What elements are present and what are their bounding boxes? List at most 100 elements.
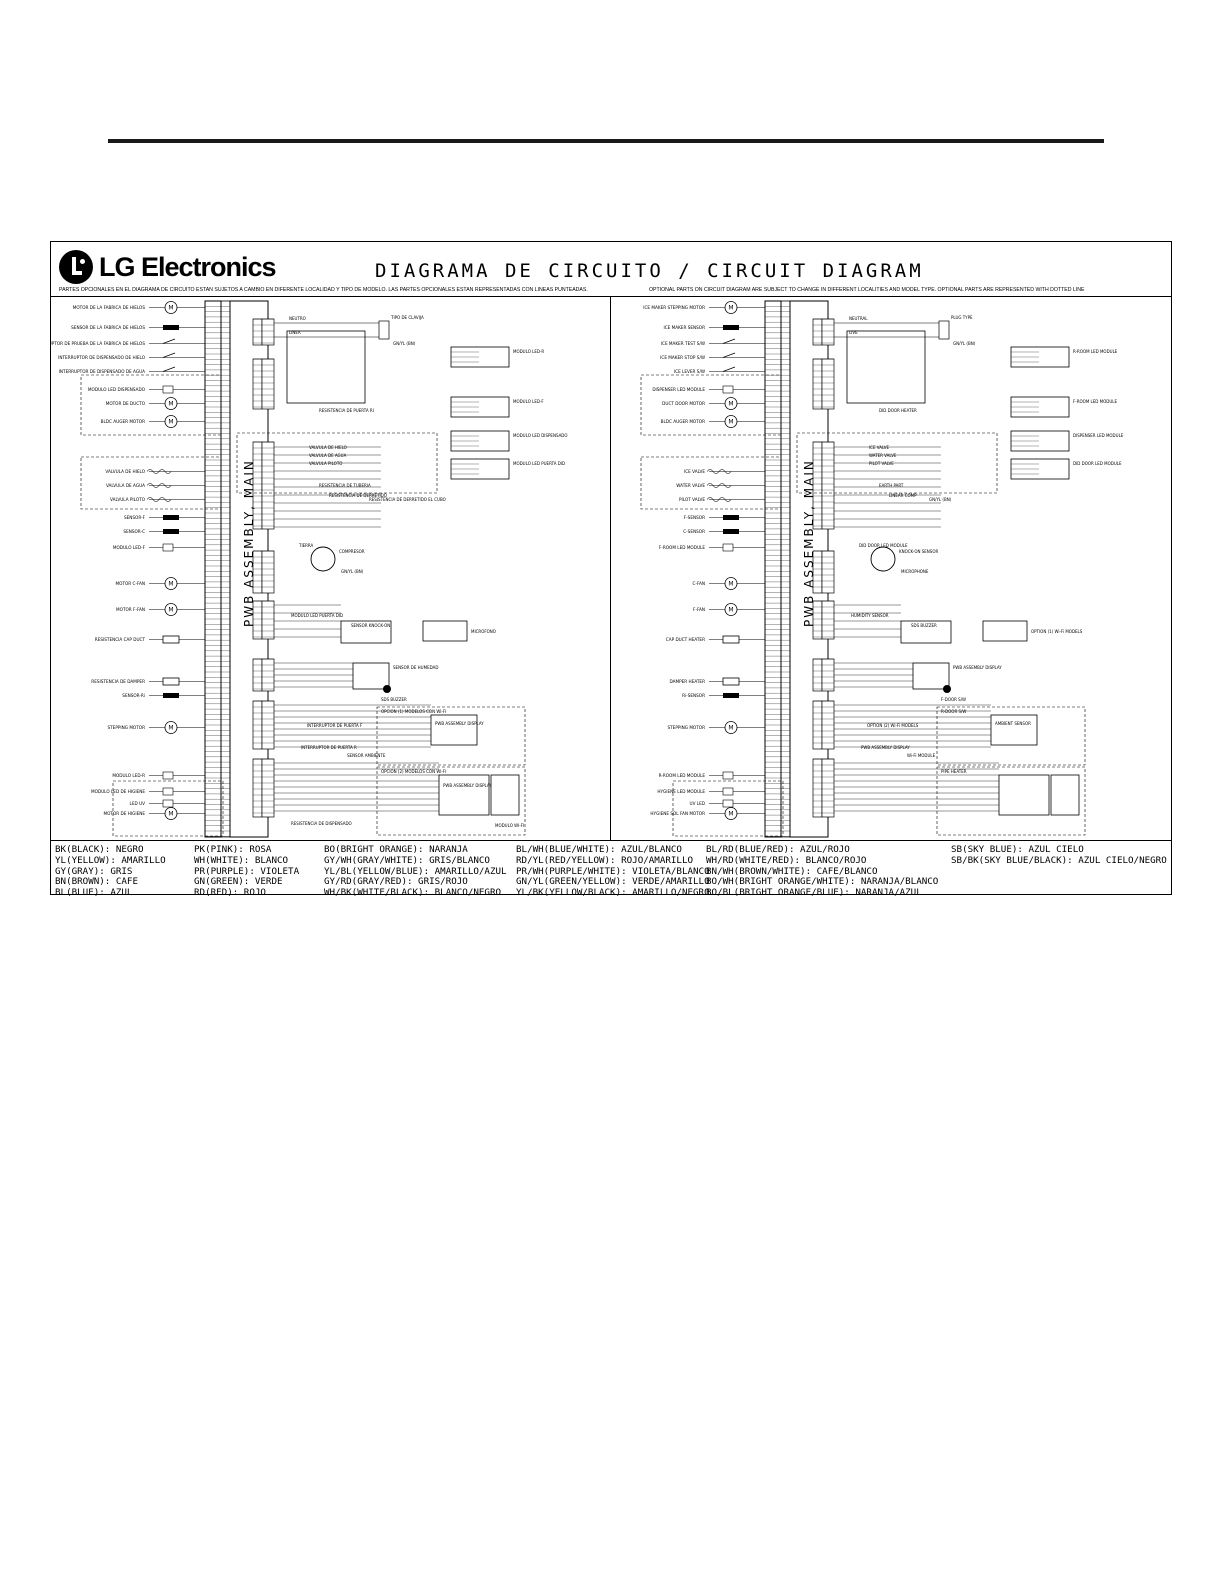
component-label: MODULO LED-R (513, 349, 544, 354)
sub-connector (812, 658, 823, 692)
sub-connector-pins (261, 758, 275, 818)
sensor-icon (723, 325, 739, 330)
component-label: HYGIENE SOL FAN MOTOR (650, 811, 705, 816)
motor-symbol: M (168, 607, 173, 614)
main-connector-pins (220, 300, 231, 838)
component-label: GN/YL (BN) (341, 569, 364, 574)
wifi-module-box (1050, 774, 1080, 816)
sheet-header: LG Electronics DIAGRAMA DE CIRCUITO / CI… (51, 242, 1171, 297)
optional-parts-region (672, 780, 784, 837)
component-label: LINEA (289, 330, 301, 335)
component-label: INTERRUPTOR DE DISPENSADO DE AGUA (59, 369, 145, 374)
led-module-icon (162, 787, 174, 796)
main-connector-pins (780, 300, 791, 838)
diagram_en-panel (640, 300, 1086, 838)
motor-symbol: M (728, 725, 733, 732)
legend-entry: GN(GREEN): VERDE (194, 876, 283, 888)
component-label: VALVULA PILOTO (309, 461, 342, 466)
component-label: F-ROOM LED MODULE (1073, 399, 1117, 404)
component-label: NEUTRO (289, 316, 306, 321)
optional-parts-region (80, 456, 222, 510)
component-label: F-DOOR S/W (941, 697, 966, 702)
component-label: F-ROOM LED MODULE (659, 545, 705, 550)
legend-entry: WH/RD(WHITE/RED): BLANCO/ROJO (706, 854, 867, 866)
component-label: RESISTENCIA DE DERRETIDO (329, 493, 387, 498)
humidity-sensor-box (912, 662, 950, 690)
component-label: C-FAN (693, 581, 705, 586)
power-relay-box (846, 330, 926, 404)
motor-icon (724, 603, 738, 616)
led-module-icon (162, 799, 174, 808)
component-label: ICE MAKER STOP S/W (660, 355, 705, 360)
component-label: ICE MAKER STEPPING MOTOR (643, 305, 705, 310)
sensor-icon (163, 693, 179, 698)
component-label: PWB ASSEMBLY DISPLAY (435, 721, 484, 726)
component-label: GN/YL (BN) (953, 341, 976, 346)
component-label: WATER VALVE (676, 483, 705, 488)
motor-icon (164, 397, 178, 410)
component-label: MOTOR C-FAN (116, 581, 145, 586)
sub-connector-pins (261, 658, 275, 692)
valve-coil-icon (146, 497, 172, 502)
component-label: PWB ASSEMBLY DISPLAY (443, 783, 492, 788)
sub-connector (252, 318, 263, 346)
component-label: MODULO LED-R (112, 773, 145, 778)
component-label: ICE VALVE (869, 445, 890, 450)
component-label: VALVULA DE HIELO (105, 469, 145, 474)
power-relay-box (286, 330, 366, 404)
motor-symbol: M (728, 607, 733, 614)
display-board-box (438, 774, 490, 816)
legend-entry: RD/YL(RED/YELLOW): ROJO/AMARILLO (516, 854, 694, 866)
motor-icon (164, 721, 178, 734)
component-label: VALVULA DE AGUA (309, 453, 347, 458)
plug-icon (378, 320, 390, 340)
heater-icon (162, 677, 180, 686)
legend-entry: GY/WH(GRAY/WHITE): GRIS/BLANCO (324, 854, 490, 866)
component-label: SENSOR-Ri (122, 693, 145, 698)
component-label: CAP DUCT HEATER (666, 637, 705, 642)
led-module-icon (722, 385, 734, 394)
component-label: MODULO LED PUERTA DID (513, 461, 565, 466)
component-label: KNOCK-ON SENSOR (899, 549, 938, 554)
diagram_es-panel (80, 300, 526, 838)
sub-connector-pins (821, 758, 835, 818)
lg-logo: LG Electronics (59, 250, 277, 284)
wifi-module-box (490, 774, 520, 816)
component-label: VALVULA DE AGUA (106, 483, 145, 488)
component-label: HUMIDITY SENSOR (851, 613, 889, 618)
legend-entry: PR(PURPLE): VIOLETA (194, 865, 300, 877)
optional-parts-region (936, 766, 1086, 836)
sensor-icon (723, 529, 739, 534)
component-label: RESISTENCIA DE DERRETIDO EL CUBO (369, 497, 446, 502)
valve-coil-icon (706, 469, 732, 474)
led-module-icon (722, 787, 734, 796)
component-label: MOTOR DE HIGIENE (104, 811, 146, 816)
component-label: AMBIENT SENSOR (995, 721, 1031, 726)
optional-parts-note-es: PARTES OPCIONALES EN EL DIAGRAMA DE CIRC… (59, 287, 588, 293)
heater-icon (162, 635, 180, 644)
switch-icon (722, 366, 736, 372)
switch-icon (722, 338, 736, 344)
component-label: ICE MAKER TEST S/W (661, 341, 705, 346)
component-label: SENSOR KNOCK-ON (351, 623, 390, 628)
heater-icon (722, 677, 740, 686)
motor-icon (724, 415, 738, 428)
legend-entry: BO/WH(BRIGHT ORANGE/WHITE): NARANJA/BLAN… (706, 876, 939, 888)
optional-parts-note-en: OPTIONAL PARTS ON CIRCUIT DIAGRAM ARE SU… (649, 287, 1085, 293)
optional-parts-region (640, 374, 782, 436)
component-label: R-ROOM LED MODULE (1073, 349, 1118, 354)
component-label: LINEAR COMP (889, 493, 917, 498)
legend-entry: YL(YELLOW): AMARILLO (55, 854, 166, 866)
compressor-icon (870, 546, 896, 572)
sub-connector (252, 658, 263, 692)
valve-coil-icon (706, 497, 732, 502)
component-label: RESISTENCIA DE TUBERIA (319, 483, 371, 488)
legend-entry: BO/BL(BRIGHT ORANGE/BLUE): NARANJA/AZUL (706, 887, 922, 899)
component-label: PILOT VALVE (869, 461, 894, 466)
sub-connector-pins (261, 441, 275, 530)
valve-coil-icon (706, 483, 732, 488)
component-label: HYGIENE LED MODULE (657, 789, 705, 794)
plug-icon (938, 320, 950, 340)
component-label: PLUG TYPE (951, 315, 973, 320)
